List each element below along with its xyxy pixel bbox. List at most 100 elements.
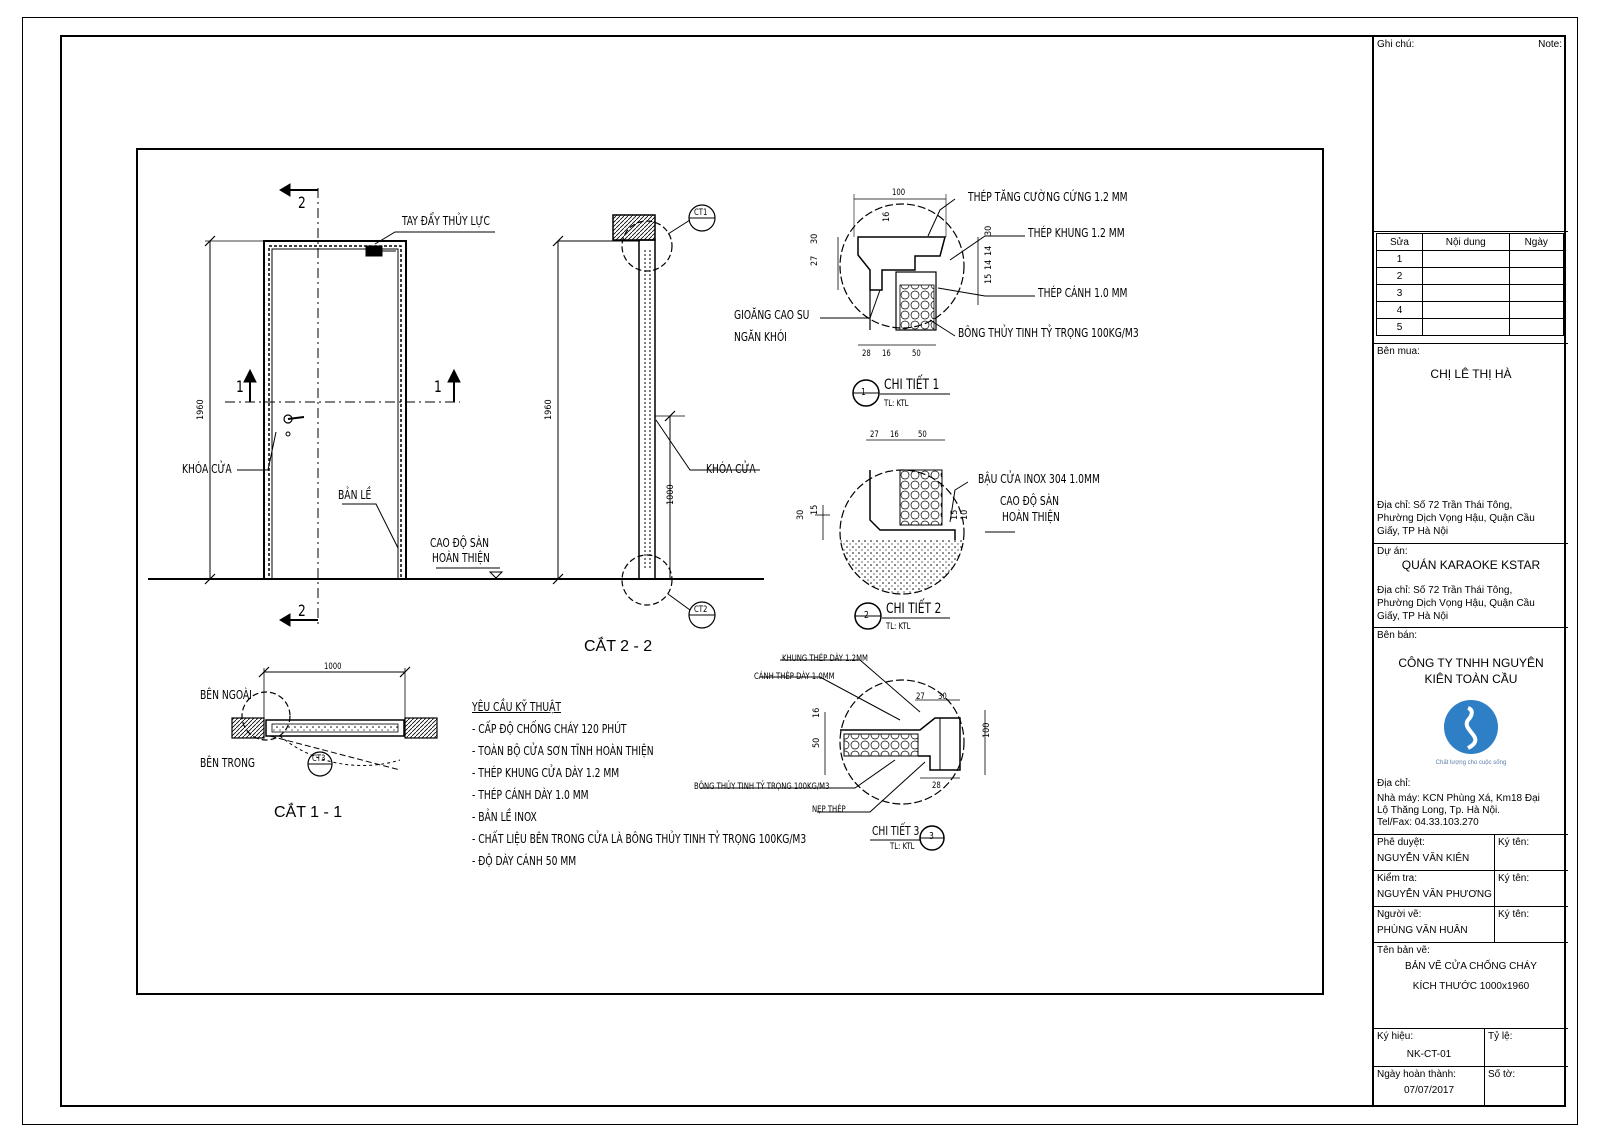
- scale-label: Tỷ lệ:: [1488, 1031, 1513, 1042]
- d3-scale: TL: KTL: [890, 842, 915, 852]
- elevation-height-dim: 1960: [196, 399, 206, 420]
- callout-ct3: CT3: [312, 754, 326, 764]
- note-label: Ghi chú:: [1377, 39, 1415, 50]
- d2-dim-side-1: 30: [796, 509, 806, 520]
- code-label: Ký hiệu:: [1377, 1031, 1414, 1042]
- inside-label: BÊN TRONG: [200, 756, 256, 770]
- rev-row: 4: [1376, 301, 1423, 319]
- inner-frame: [60, 35, 1566, 1107]
- spec-item: - ĐỘ DÀY CÁNH 50 MM: [472, 854, 577, 868]
- d3-dim-5: 50: [812, 737, 822, 748]
- seller-address-2: Nhà máy: KCN Phùng Xá, Km18 Đại: [1377, 793, 1540, 804]
- spec-item: - THÉP CÁNH DÀY 1.0 MM: [472, 788, 589, 802]
- section-mark-1-right: 1: [434, 377, 442, 396]
- drawing-code: NK-CT-01: [1406, 1049, 1452, 1060]
- d3-label-trim: NẸP THÉP: [812, 805, 846, 815]
- spec-item: - CHẤT LIỆU BÊN TRONG CỬA LÀ BÔNG THỦY T…: [472, 832, 807, 846]
- d3-label-leaf: CÁNH THÉP DÀY 1.0MM: [754, 672, 835, 682]
- d2-title: CHI TIẾT 2: [886, 601, 942, 617]
- project-address: Địa chỉ: Số 72 Trần Thái Tông,: [1377, 585, 1513, 596]
- checked-name: NGUYỄN VĂN PHƯƠNG: [1377, 889, 1492, 900]
- d1-scale: TL: KTL: [884, 399, 909, 409]
- d1-label-reinforcement: THÉP TĂNG CƯỜNG CỨNG 1.2 MM: [968, 190, 1128, 204]
- d3-title: CHI TIẾT 3: [872, 824, 920, 838]
- detail-1: [820, 194, 1035, 407]
- d1-dim-bottom-3: 50: [912, 349, 921, 359]
- logo-tagline: Chất lượng cho cuộc sống: [1435, 760, 1507, 766]
- vietnam-map-icon: [1464, 706, 1478, 750]
- section22-lock-dim: 1000: [666, 484, 676, 505]
- date-label: Ngày hoàn thành:: [1377, 1069, 1456, 1080]
- d2-number: 2: [864, 610, 869, 621]
- section11-title: CẮT 1 - 1: [274, 804, 343, 821]
- d3-dim-1: 27: [916, 692, 925, 702]
- rev-row: 5: [1376, 318, 1423, 336]
- checked-label: Kiểm tra:: [1377, 873, 1418, 884]
- seller-name: CÔNG TY TNHH NGUYÊN: [1398, 656, 1544, 670]
- seller-name-2: KIÊN TOÀN CẦU: [1424, 672, 1518, 686]
- d1-dim-right-2: 14: [984, 245, 994, 256]
- outer-frame: [22, 17, 1578, 1125]
- d1-label-frame: THÉP KHUNG 1.2 MM: [1028, 226, 1125, 240]
- d3-dim-3: 100: [982, 722, 992, 738]
- drawing-name-2: KÍCH THƯỚC 1000x1960: [1412, 981, 1530, 992]
- checked-sign-label: Ký tên:: [1498, 873, 1530, 884]
- d3-number: 3: [929, 831, 934, 842]
- d1-dim-right-1: 30: [984, 225, 994, 236]
- d2-label-sill: BẬU CỬA INOX 304 1.0MM: [978, 472, 1100, 486]
- spec-item: - CẤP ĐỘ CHỐNG CHÁY 120 PHÚT: [472, 722, 627, 736]
- d2-dim-side-4: 10: [960, 509, 970, 520]
- seller-label: Bên bán:: [1377, 630, 1418, 641]
- seller-address: Địa chỉ:: [1377, 778, 1411, 789]
- d2-label-floor-2: HOÀN THIỆN: [1002, 510, 1060, 524]
- d1-number: 1: [861, 387, 866, 398]
- approved-sign-label: Ký tên:: [1498, 837, 1530, 848]
- rev-header: Ngày: [1508, 233, 1564, 251]
- d1-dim-top: 100: [892, 188, 906, 198]
- project-address-3: Giấy, TP Hà Nội: [1377, 611, 1449, 622]
- project-name: QUÁN KARAOKE KSTAR: [1401, 558, 1541, 572]
- buyer-address-3: Giấy, TP Hà Nội: [1377, 526, 1449, 537]
- rev-row: 3: [1376, 284, 1423, 302]
- seller-address-3: Lộ Thăng Long, Tp. Hà Nội.: [1377, 805, 1501, 816]
- d1-dim-right-3: 14: [984, 259, 994, 270]
- d3-dim-6: 28: [932, 781, 941, 791]
- outside-label: BÊN NGOÀI: [200, 688, 252, 702]
- drawn-name: PHÙNG VĂN HUÂN: [1377, 925, 1468, 936]
- spec-item: - TOÀN BỘ CỬA SƠN TĨNH HOÀN THIỆN: [472, 744, 654, 758]
- d1-title: CHI TIẾT 1: [884, 377, 940, 393]
- d3-dim-2: 30: [938, 692, 947, 702]
- drawing-area-border: [136, 148, 1324, 995]
- hinge-label: BẢN LỀ: [338, 488, 372, 502]
- d3-label-insulation: BÔNG THỦY TINH TỶ TRỌNG 100KG/M3: [694, 782, 830, 792]
- d1-dim-right-4: 15: [984, 273, 994, 284]
- d1-dim-bottom-2: 16: [882, 349, 891, 359]
- door-closer-label: TAY ĐẨY THỦY LỰC: [402, 214, 490, 228]
- approved-name: NGUYỄN VĂN KIÊN: [1377, 853, 1470, 864]
- d1-label-insulation: BÔNG THỦY TINH TỶ TRỌNG 100KG/M3: [958, 326, 1139, 340]
- d3-dim-4: 16: [812, 707, 822, 718]
- d3-label-frame: KHUNG THÉP DÀY 1.2MM: [782, 654, 868, 664]
- spec-item: - BẢN LỀ INOX: [472, 810, 537, 824]
- drawing-name-label: Tên bản vẽ:: [1377, 945, 1430, 956]
- note-label-en: Note:: [1538, 39, 1562, 50]
- drawing-name: BẢN VẼ CỬA CHỐNG CHÁY: [1405, 961, 1537, 972]
- sheet-label: Số tờ:: [1488, 1069, 1516, 1080]
- d2-scale: TL: KTL: [886, 622, 911, 632]
- revision-table: Sửa Nội dung Ngày 1 2 3 4 5: [1376, 233, 1564, 336]
- drawn-sign-label: Ký tên:: [1498, 909, 1530, 920]
- section11-width-dim: 1000: [324, 662, 342, 672]
- d2-label-floor: CAO ĐỘ SÀN: [1000, 494, 1060, 508]
- d1-label-gasket: GIOĂNG CAO SU: [734, 308, 810, 322]
- section-2-2: [552, 204, 760, 629]
- lock-label: KHÓA CỬA: [182, 462, 232, 476]
- d2-dim-1: 27: [870, 430, 879, 440]
- specs-heading: YÊU CẦU KỸ THUẬT: [472, 700, 561, 714]
- callout-ct2: CT2: [694, 605, 708, 615]
- buyer-address: Địa chỉ: Số 72 Trần Thái Tông,: [1377, 500, 1513, 511]
- rev-header: Nội dung: [1421, 233, 1510, 251]
- section-mark-2-top: 2: [298, 193, 306, 212]
- section-mark-2-bottom: 2: [298, 601, 306, 620]
- project-address-2: Phường Dịch Vọng Hậu, Quận Cầu: [1377, 598, 1535, 609]
